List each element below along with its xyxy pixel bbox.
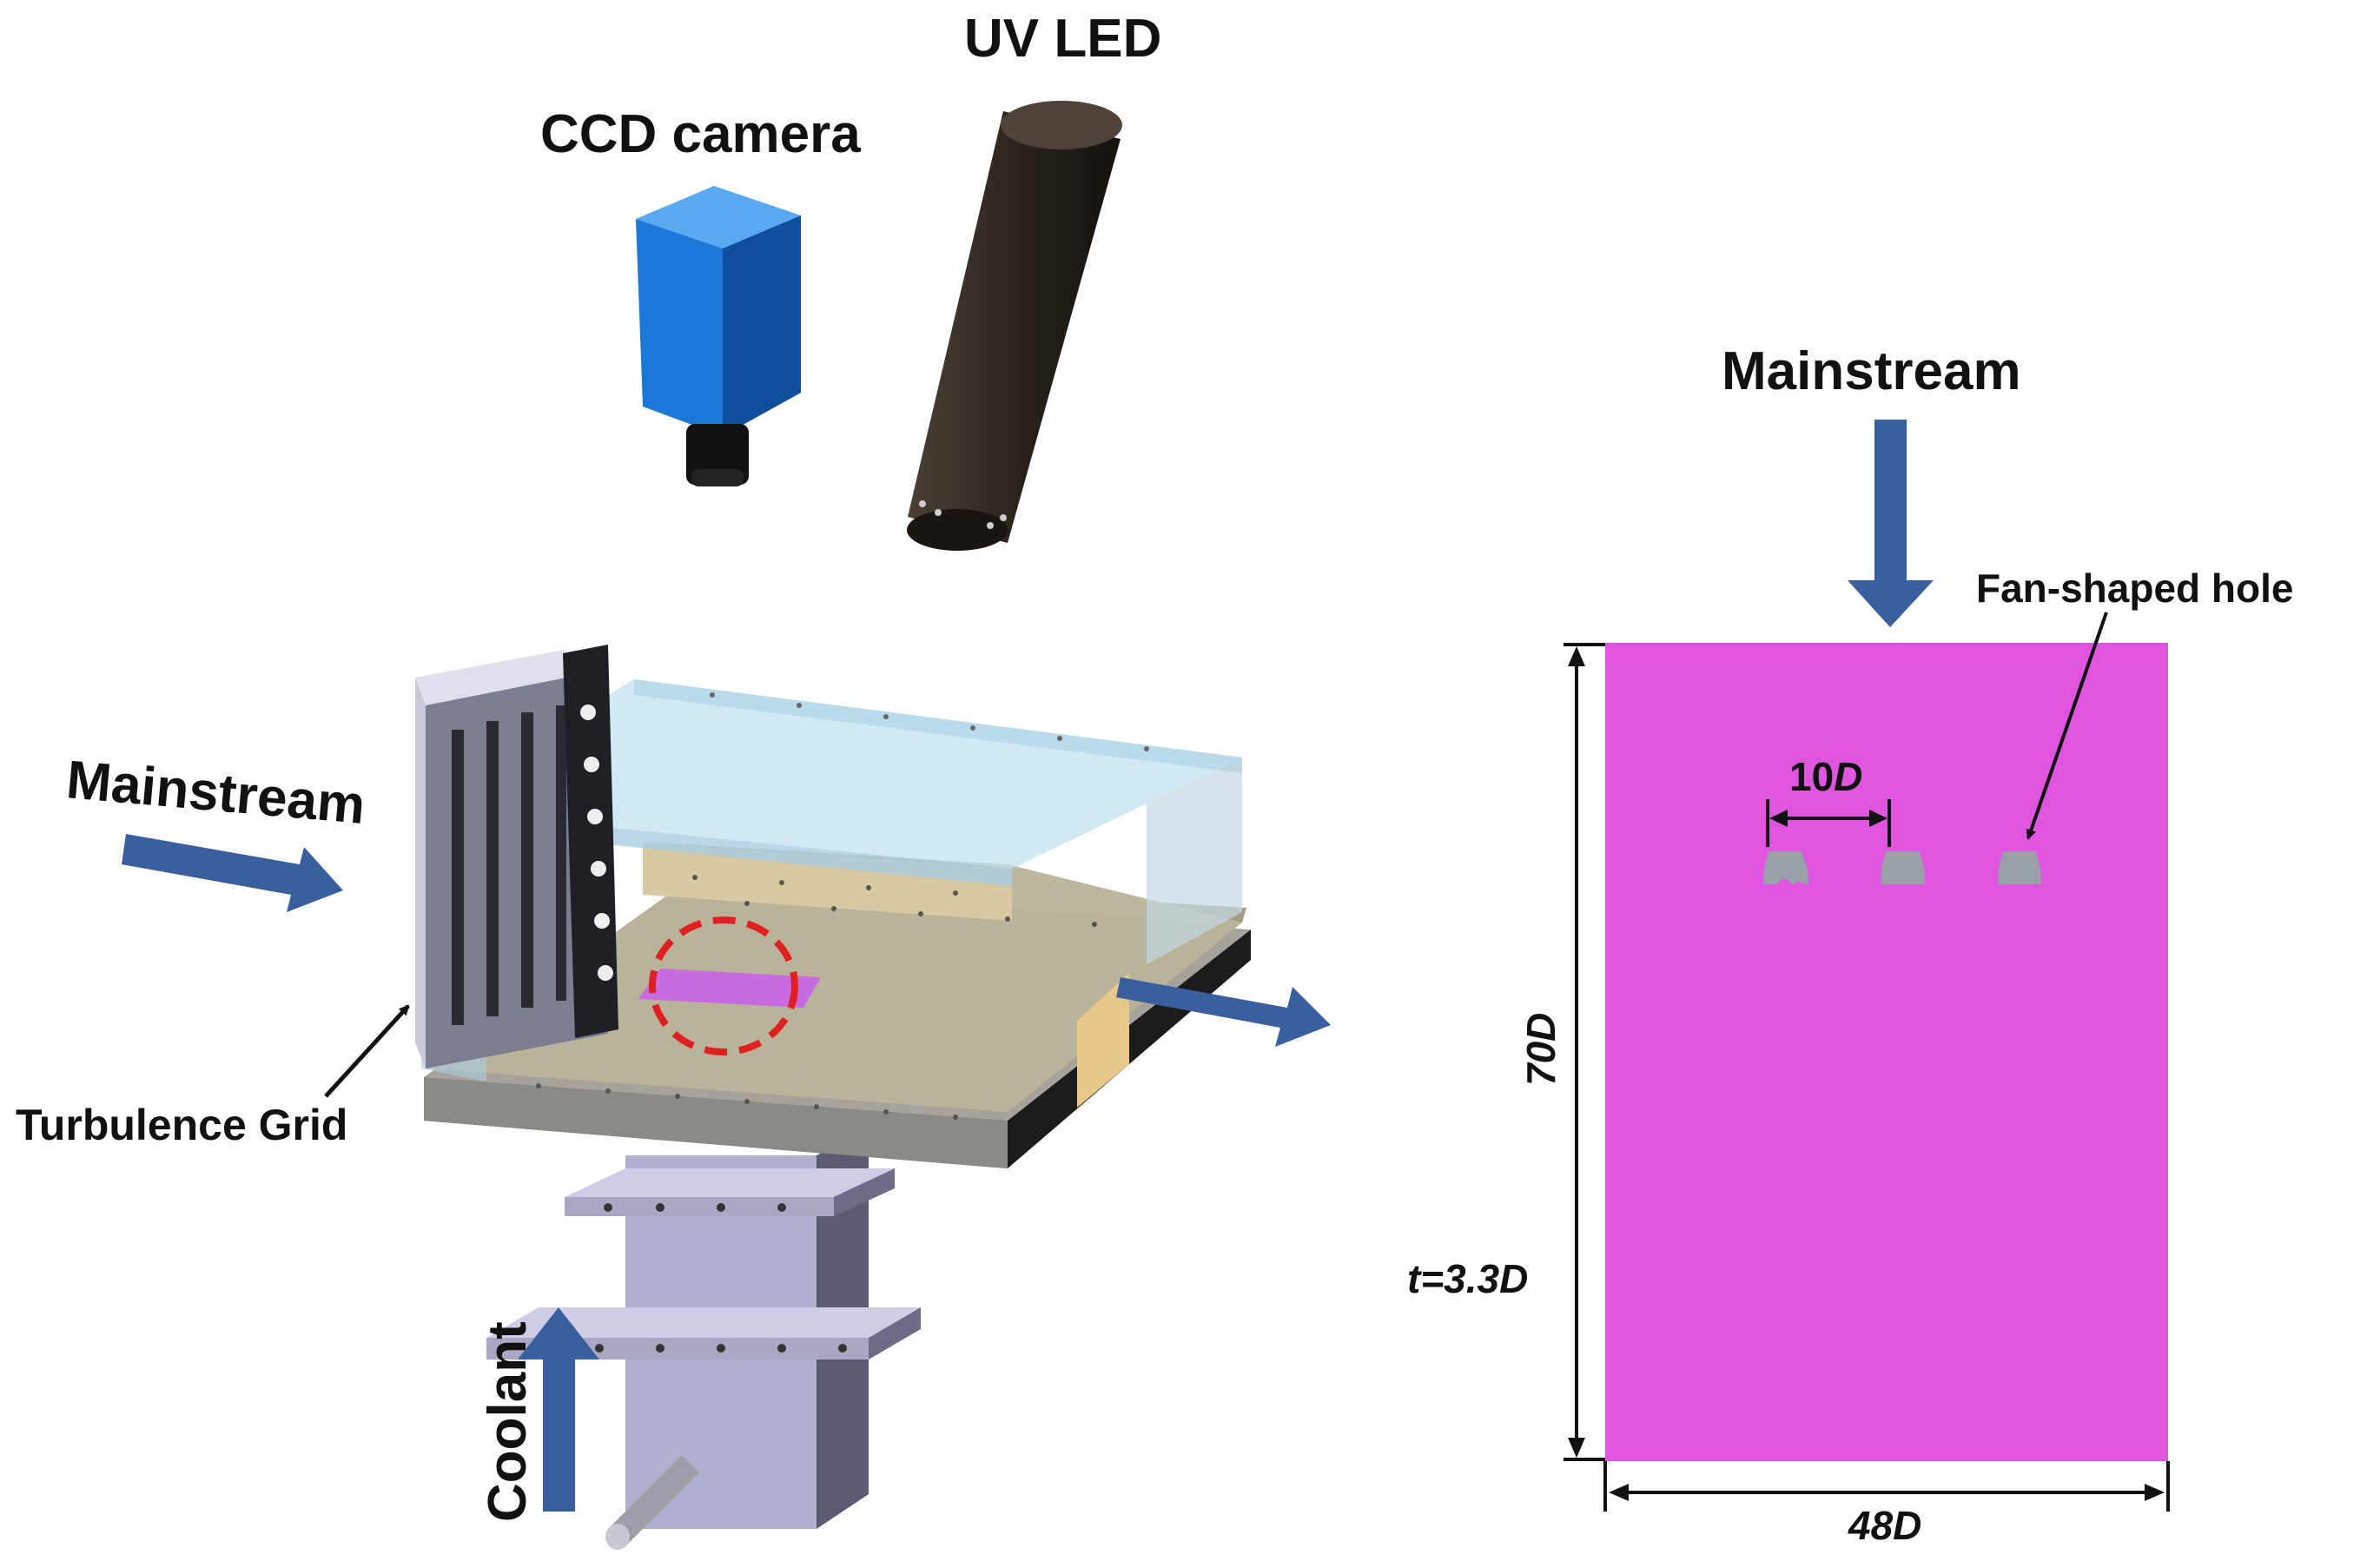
measurement-region [638,916,821,1055]
mainstream-left-label: Mainstream [64,750,367,836]
ccd-camera-label: CCD camera [540,104,861,164]
test-plate [1605,643,2168,1461]
fan-hole-pointer [2026,612,2108,840]
hole-spacing-dimension [1766,799,1891,847]
fan-hole-3 [1998,851,2041,884]
plate-width-dimension [1603,1461,2170,1512]
plate-length-dimension [1564,643,1605,1461]
uv-led-icon [907,101,1122,551]
turbulence-grid-pointer [324,1004,410,1098]
plate-length-label: 70D [1518,1013,1564,1086]
turbulence-grid-label: Turbulence Grid [16,1101,347,1149]
fan-shaped-hole-label: Fan-shaped hole [1976,566,2293,611]
coolant-label: Coolant [478,1321,538,1522]
turbulence-grid [415,645,618,1068]
ccd-camera-icon [636,186,801,486]
fan-hole-1 [1763,851,1808,884]
uv-led-label: UV LED [964,9,1161,69]
fan-hole-2 [1881,851,1925,884]
hole-spacing-label: 10D [1789,754,1862,799]
exit-flow-arrow [1116,977,1331,1047]
fan-shaped-holes [1763,851,2041,884]
coolant-arrow [518,1307,599,1512]
thickness-label: t=3.3D [1407,1256,1528,1301]
mainstream-inlet-arrow [122,834,343,912]
mainstream-down-arrow [1848,420,1934,627]
plate-width-label: 48D [1848,1503,1921,1548]
mainstream-right-label: Mainstream [1722,341,2021,401]
